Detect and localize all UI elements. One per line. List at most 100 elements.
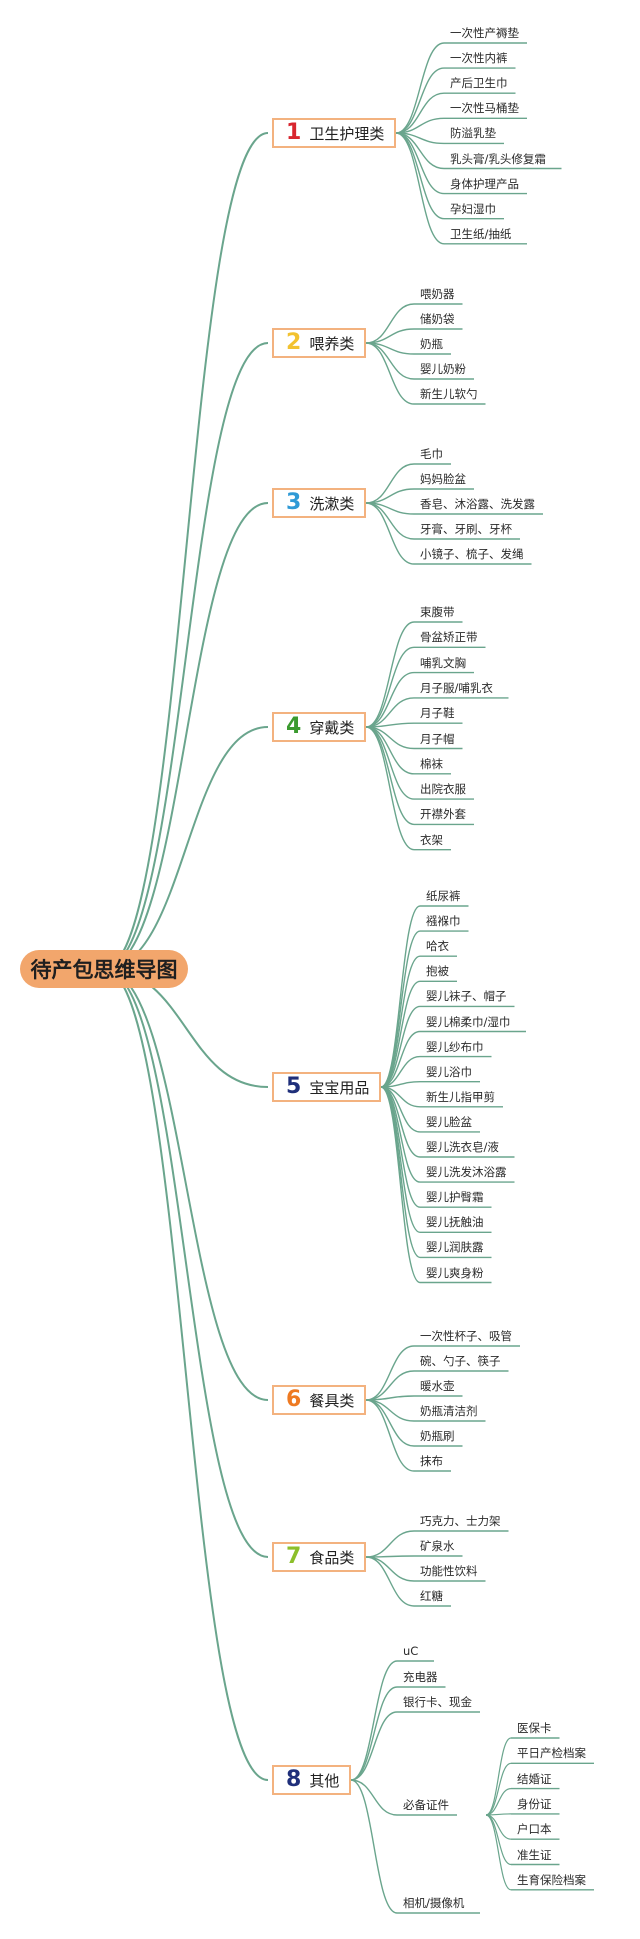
leaf-item: 棉袜 — [420, 756, 443, 771]
leaf-item: 哺乳文胸 — [420, 655, 466, 670]
leaf-item: 抱被 — [426, 964, 449, 979]
category-label: 其他 — [309, 1771, 340, 1790]
branch-line — [365, 303, 415, 344]
branch-line — [365, 342, 415, 405]
leaf-item: 婴儿润肤露 — [426, 1240, 484, 1255]
category-node: 2 喂养类 — [272, 328, 367, 358]
branch-line — [395, 132, 445, 195]
branch-line — [380, 955, 421, 1088]
category-node: 4 穿戴类 — [272, 712, 367, 742]
leaf-item: 衣架 — [420, 832, 443, 847]
branch-line — [350, 1686, 398, 1781]
leaf-item: 身体护理产品 — [450, 176, 519, 191]
leaf-item: 月子服/哺乳衣 — [420, 680, 493, 695]
leaf-item: 喂奶器 — [420, 287, 455, 301]
sub-leaf-item: 结婚证 — [517, 1771, 552, 1786]
sub-leaf-item: 医保卡 — [517, 1721, 552, 1735]
leaf-item: 婴儿洗发沐浴露 — [426, 1165, 507, 1180]
branch-line — [365, 726, 415, 851]
leaf-item: 充电器 — [403, 1670, 438, 1684]
leaf-item: 开襟外套 — [420, 807, 466, 822]
leaf-item: 一次性内裤 — [450, 51, 508, 66]
leaf-item: 毛巾 — [420, 447, 443, 461]
branch-line — [365, 726, 415, 826]
branch-line — [380, 980, 421, 1088]
leaf-item: 红糖 — [420, 1589, 443, 1603]
leaf-item: 新生儿软勺 — [420, 387, 478, 401]
branch-line — [380, 1030, 421, 1088]
leaf-item: 孕妇湿巾 — [450, 201, 496, 216]
branch-line — [103, 726, 269, 970]
branch-line — [350, 1779, 398, 1914]
branch-line — [365, 1399, 415, 1447]
branch-line — [103, 132, 269, 970]
branch-line — [365, 1370, 415, 1401]
branch-line — [485, 1814, 512, 1866]
leaf-item: 卫生纸/抽纸 — [450, 226, 512, 241]
branch-line — [395, 42, 445, 134]
category-number: 6 — [286, 1387, 302, 1412]
branch-line — [365, 697, 415, 728]
leaf-item: 妈妈脸盆 — [420, 472, 466, 486]
leaf-item: 储奶袋 — [420, 312, 455, 326]
leaf-item: 哈衣 — [426, 939, 449, 954]
branch-line — [365, 646, 415, 728]
leaf-item: 婴儿袜子、帽子 — [426, 989, 507, 1004]
leaf-item: 婴儿抚触油 — [426, 1215, 484, 1230]
leaf-item: 矿泉水 — [420, 1539, 455, 1553]
branch-line — [380, 1086, 421, 1259]
category-number: 4 — [286, 714, 302, 739]
leaf-item: 牙膏、牙刷、牙杯 — [420, 522, 512, 536]
sub-leaf-item: 平日产检档案 — [517, 1746, 586, 1761]
leaf-item: 婴儿脸盆 — [426, 1114, 472, 1129]
leaf-item: 相机/摄像机 — [403, 1896, 465, 1910]
leaf-item: 产后卫生巾 — [450, 76, 508, 91]
branch-line — [485, 1762, 512, 1816]
leaf-item: 出院衣服 — [420, 782, 466, 797]
branch-line — [365, 1556, 415, 1582]
category-number: 2 — [286, 330, 302, 355]
leaf-item: 新生儿指甲剪 — [426, 1089, 495, 1104]
leaf-item: 奶瓶清洁剂 — [420, 1404, 478, 1418]
leaf-item: 束腹带 — [420, 605, 455, 619]
leaf-item: 月子帽 — [420, 731, 455, 746]
category-label: 餐具类 — [309, 1391, 355, 1410]
leaf-item: 银行卡、现金 — [403, 1695, 472, 1709]
branch-line — [103, 968, 269, 1558]
leaf-item: 婴儿纱布巾 — [426, 1039, 484, 1054]
leaf-item: 一次性产褥垫 — [450, 26, 519, 40]
category-label: 宝宝用品 — [309, 1078, 370, 1097]
category-label: 食品类 — [309, 1548, 355, 1567]
category-number: 8 — [286, 1767, 302, 1792]
category-label: 卫生护理类 — [309, 124, 385, 143]
root-node-title: 待产包思维导图 — [20, 950, 188, 988]
leaf-item: 纸尿裤 — [426, 889, 461, 903]
sub-leaf-item: 生育保险档案 — [517, 1872, 586, 1887]
leaf-item: 乳头膏/乳头修复霜 — [450, 151, 546, 166]
leaf-item: 巧克力、士力架 — [420, 1514, 501, 1528]
branch-line — [380, 1086, 421, 1284]
leaf-item: 暖水壶 — [420, 1379, 455, 1393]
leaf-item: 防溢乳垫 — [450, 126, 496, 141]
branch-line — [365, 1345, 415, 1401]
leaf-item: 一次性马桶垫 — [450, 101, 519, 116]
branch-line — [103, 968, 269, 1781]
leaf-item: 骨盆矫正带 — [420, 630, 478, 645]
leaf-item: 碗、勺子、筷子 — [420, 1354, 501, 1368]
category-label: 喂养类 — [309, 334, 355, 353]
leaf-item: 婴儿爽身粉 — [426, 1265, 484, 1280]
category-label: 穿戴类 — [309, 718, 355, 737]
category-number: 3 — [286, 490, 302, 515]
leaf-item: 一次性杯子、吸管 — [420, 1329, 512, 1343]
leaf-item: 婴儿奶粉 — [420, 362, 466, 376]
category-node: 8 其他 — [272, 1765, 352, 1795]
leaf-item: 奶瓶刷 — [420, 1429, 455, 1443]
branch-line — [365, 1530, 415, 1558]
leaf-item: uC — [403, 1644, 419, 1658]
category-node: 6 餐具类 — [272, 1385, 367, 1415]
branch-line — [103, 968, 269, 1401]
leaf-item: 小镜子、梳子、发绳 — [420, 547, 524, 561]
